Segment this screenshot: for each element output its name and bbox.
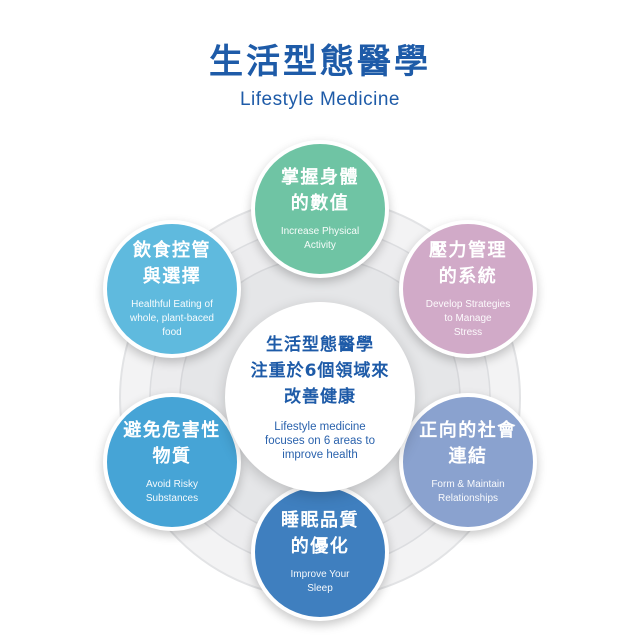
area-risky-substances-zh: 避免危害性 物質 (123, 420, 221, 467)
area-stress-management: 壓力管理 的系統 Develop Strategies to Manage St… (399, 220, 537, 358)
area-risky-substances: 避免危害性 物質 Avoid Risky Substances (103, 393, 241, 531)
area-risky-substances-en: Avoid Risky Substances (145, 479, 199, 504)
page-subtitle: Lifestyle Medicine (239, 89, 401, 110)
area-sleep: 睡眠品質 的優化 Improve Your Sleep (251, 483, 389, 621)
page-title: 生活型態醫學 (209, 42, 431, 82)
area-physical-activity: 掌握身體 的數值 Increase Physical Activity (251, 140, 389, 278)
center-text-zh: 生活型態醫學 注重於6個領域來 改善健康 (250, 335, 390, 407)
center-circle: 生活型態醫學 注重於6個領域來 改善健康 Lifestyle medicine … (225, 302, 415, 492)
area-stress-management-en: Develop Strategies to Manage Stress (425, 299, 511, 338)
area-sleep-zh: 睡眠品質 的優化 (281, 510, 359, 557)
area-relationships-en: Form & Maintain Relationships (431, 479, 505, 504)
center-text-en: Lifestyle medicine focuses on 6 areas to… (265, 421, 375, 461)
area-sleep-en: Improve Your Sleep (290, 569, 350, 594)
area-stress-management-zh: 壓力管理 的系統 (429, 240, 507, 287)
area-physical-activity-en: Increase Physical Activity (280, 226, 360, 251)
area-relationships: 正向的社會 連結 Form & Maintain Relationships (399, 393, 537, 531)
area-healthful-eating: 飲食控管 與選擇 Healthful Eating of whole, plan… (103, 220, 241, 358)
area-relationships-zh: 正向的社會 連結 (419, 420, 517, 467)
area-physical-activity-zh: 掌握身體 的數值 (281, 167, 359, 214)
area-healthful-eating-zh: 飲食控管 與選擇 (133, 240, 211, 287)
area-healthful-eating-en: Healthful Eating of whole, plant-baced f… (130, 299, 214, 338)
